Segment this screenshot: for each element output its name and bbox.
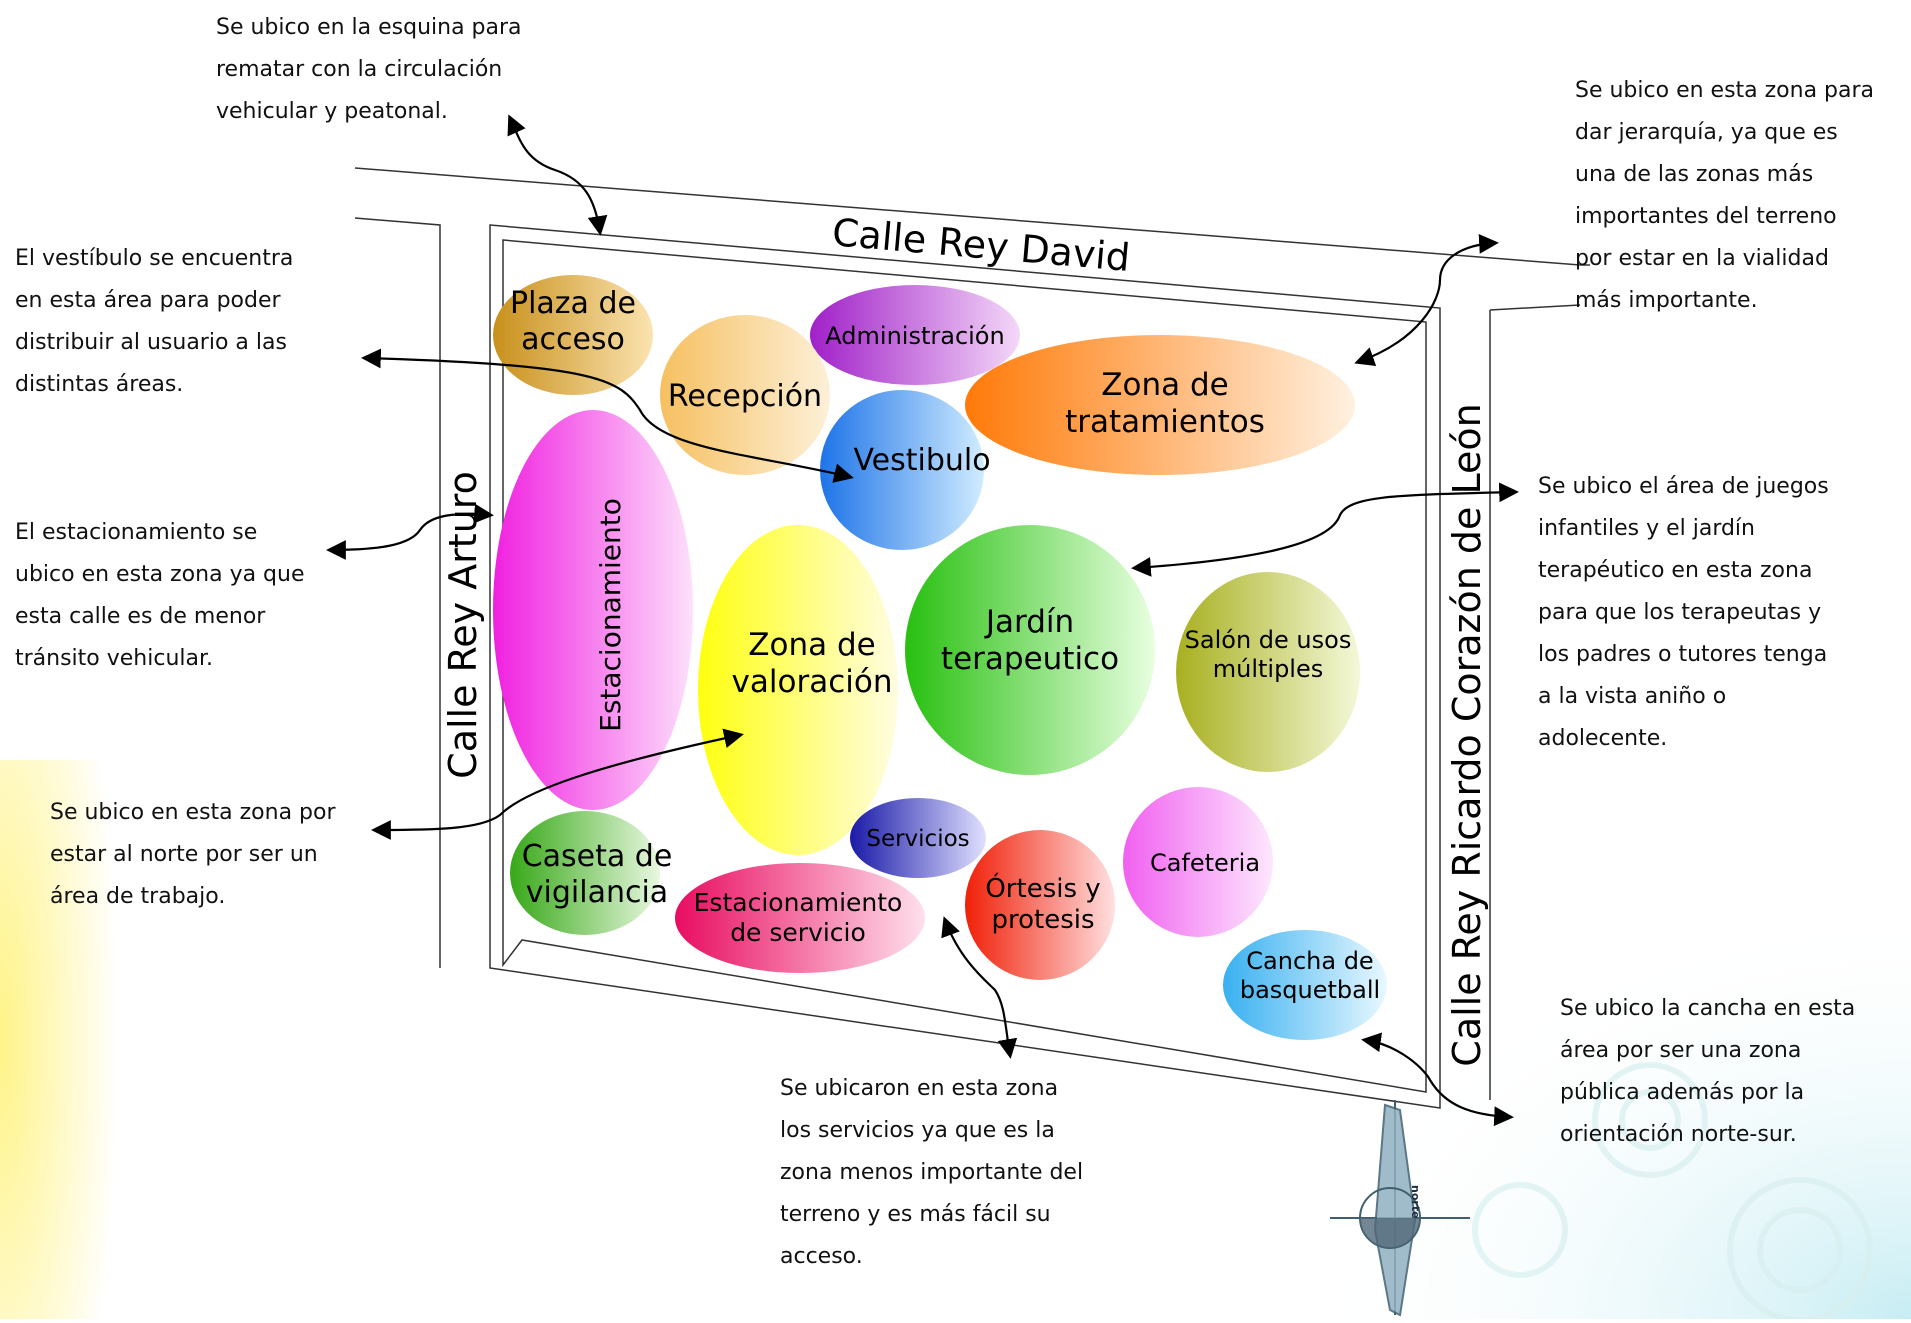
zone-vestibulo: Vestibulo bbox=[820, 390, 991, 550]
arrow-tratamientos bbox=[1354, 234, 1499, 367]
note-servicios: Se ubicaron en esta zona los servicios y… bbox=[780, 1076, 1084, 1269]
arrow-estacionamiento bbox=[326, 503, 494, 560]
street-label-north: Calle Rey David bbox=[830, 210, 1131, 280]
zone-label: Estacionamiento bbox=[594, 498, 627, 732]
zone-administracion: Administración bbox=[810, 285, 1020, 385]
street-label-west: Calle Rey Arturo bbox=[441, 471, 485, 779]
note-cancha: Se ubico la cancha en esta área por ser … bbox=[1560, 996, 1856, 1147]
note-zona-valoracion: Se ubico en esta zona por estar al norte… bbox=[50, 800, 336, 909]
north-compass-icon: norte bbox=[1330, 1100, 1470, 1317]
connector-arrows bbox=[326, 114, 1519, 1127]
arrow-valoracion bbox=[371, 728, 744, 840]
zone-label: Cafeteria bbox=[1150, 849, 1260, 877]
zone-estacionamiento: Estacionamiento bbox=[493, 410, 693, 810]
zone-label: Recepción bbox=[668, 379, 822, 414]
note-plaza-acceso: Se ubico en la esquina para rematar con … bbox=[216, 15, 522, 124]
zone-label: Administración bbox=[825, 322, 1004, 350]
arrow-vestibulo bbox=[361, 348, 854, 483]
zone-cafeteria: Cafeteria bbox=[1123, 787, 1273, 937]
arrow-servicios bbox=[941, 916, 1018, 1059]
zone-recepcion: Recepción bbox=[660, 315, 830, 475]
note-zona-tratamientos: Se ubico en esta zona para dar jerarquía… bbox=[1575, 78, 1875, 313]
bg-yellow-tint bbox=[0, 760, 120, 1320]
zone-label: Servicios bbox=[866, 826, 969, 852]
bg-swirl-decor bbox=[1472, 1062, 1873, 1323]
note-estacionamiento: El estacionamiento se ubico en esta zona… bbox=[15, 520, 305, 671]
street-label-east: Calle Rey Ricardo Corazón de León bbox=[1445, 403, 1489, 1066]
arrow-plaza bbox=[507, 114, 608, 236]
arrow-cancha bbox=[1361, 1032, 1514, 1127]
note-jardin: Se ubico el área de juegos infantiles y … bbox=[1538, 474, 1829, 751]
zone-servicios: Servicios bbox=[850, 798, 986, 878]
note-vestibulo: El vestíbulo se encuentra en esta área p… bbox=[15, 246, 294, 397]
arrow-jardin bbox=[1131, 482, 1519, 577]
compass-label: norte bbox=[1409, 1185, 1422, 1219]
zone-label: Vestibulo bbox=[853, 443, 990, 478]
